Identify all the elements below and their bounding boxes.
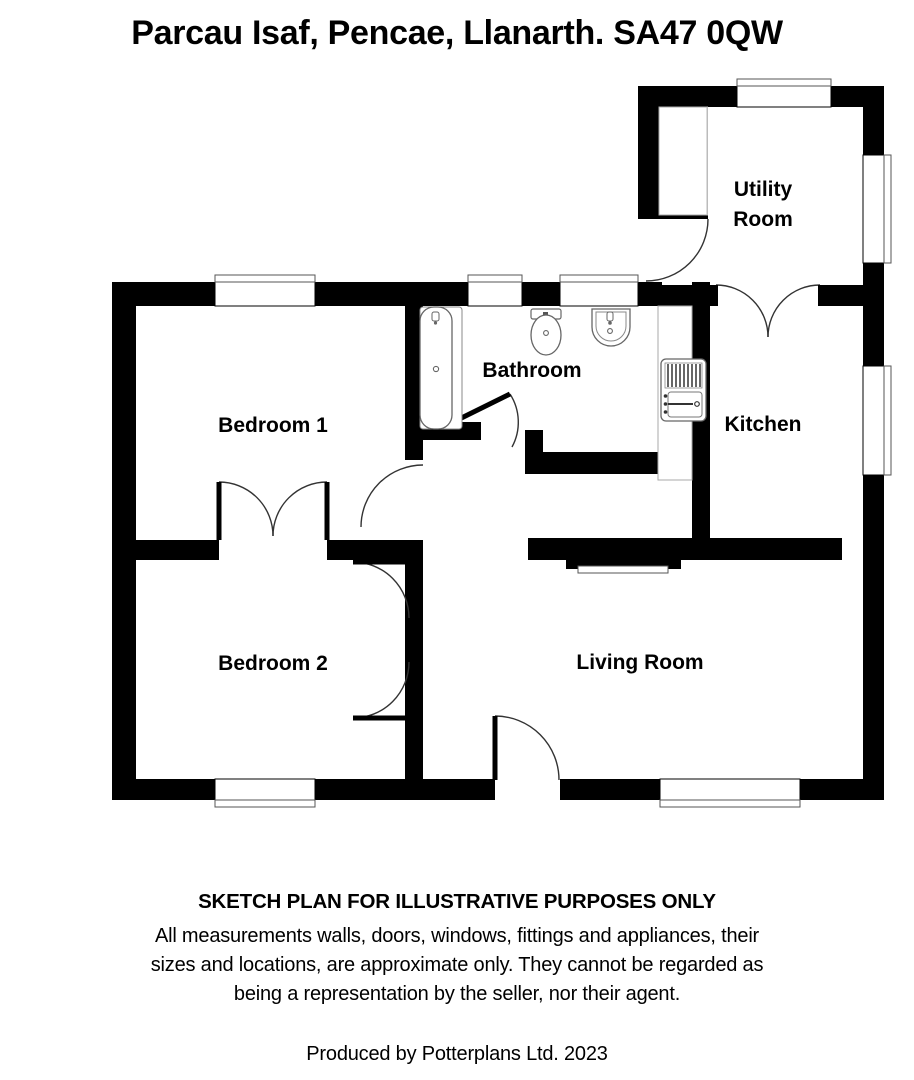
walls	[112, 86, 884, 800]
room-label-bedroom-2: Bedroom 2	[218, 652, 328, 675]
producer-credit: Produced by Potterplans Ltd. 2023	[306, 1043, 608, 1065]
window-top-b	[467, 274, 523, 307]
window-right-1	[862, 154, 892, 264]
footer: SKETCH PLAN FOR ILLUSTRATIVE PURPOSES ON…	[0, 890, 914, 1066]
wall-kitchen-living	[692, 538, 842, 560]
wall-main-bottom-c	[560, 779, 660, 800]
wall-hall-left-upper	[405, 540, 423, 562]
utility-unit	[658, 106, 708, 216]
wall-main-bottom-b	[315, 779, 495, 800]
disclaimer-line-3: being a representation by the seller, no…	[233, 983, 681, 1005]
window-utility-top	[736, 78, 832, 108]
wall-right-outer-c	[863, 475, 884, 568]
window-right-2	[862, 365, 892, 476]
wall-utility-left-stub	[638, 213, 708, 219]
door-bathroom	[421, 391, 519, 448]
wall-main-top-d	[638, 282, 662, 306]
wall-main-top-b	[315, 282, 468, 306]
wash-basin-icon	[591, 308, 631, 347]
wall-main-bottom-d	[800, 779, 884, 800]
utility-unit-2	[706, 106, 708, 216]
wall-utility-kitchen-right	[820, 285, 883, 306]
room-label-kitchen: Kitchen	[724, 413, 801, 436]
page-title: Parcau Isaf, Pencae, Llanarth. SA47 0QW	[131, 14, 783, 52]
door-living-entrance	[492, 715, 560, 781]
wall-kitchen-left-lower	[692, 452, 710, 560]
wall-bedroom1-bathroom	[405, 282, 423, 430]
disclaimer-line-2: sizes and locations, are approximate onl…	[150, 954, 764, 976]
doors	[216, 218, 822, 781]
window-top-c	[559, 274, 639, 307]
room-label-bedroom-1: Bedroom 1	[218, 414, 328, 437]
door-bedroom1-double	[216, 481, 330, 540]
fireplace-hearth-line	[577, 565, 669, 574]
disclaimer-line-1: All measurements walls, doors, windows, …	[154, 925, 760, 947]
cooker-icon	[660, 358, 707, 422]
fireplace-hearth-block	[566, 552, 681, 569]
wall-bedroom2-hall	[405, 560, 423, 718]
disclaimer-heading: SKETCH PLAN FOR ILLUSTRATIVE PURPOSES ON…	[198, 890, 716, 913]
window-top-a	[214, 274, 316, 307]
window-bottom-d	[214, 778, 316, 808]
wall-bedroom2-bottom-jamb	[405, 718, 423, 780]
wall-right-outer-b	[863, 263, 884, 366]
door-utility-hall	[645, 218, 709, 282]
bathtub-icon	[419, 306, 463, 430]
wall-bedroom1-bottom-mid	[327, 540, 423, 560]
room-label-bathroom: Bathroom	[482, 359, 581, 382]
wall-right-outer-a	[863, 86, 884, 155]
door-bedroom2-double	[352, 559, 410, 721]
door-utility-double	[714, 284, 822, 338]
window-bottom-e	[659, 778, 801, 808]
wall-main-bottom-a	[112, 779, 215, 800]
door-bedroom1-hall	[360, 464, 424, 528]
room-label-living-room: Living Room	[576, 651, 703, 674]
wall-bathroom-jamb	[405, 422, 423, 460]
wall-main-top-c	[522, 282, 560, 306]
wall-bedroom1-bottom-left	[112, 540, 219, 560]
toilet-icon	[530, 308, 562, 356]
windows	[214, 78, 892, 808]
wall-utility-top-left	[638, 86, 737, 107]
fixtures	[419, 106, 708, 481]
wall-utility-left	[638, 86, 659, 219]
wall-right-outer-d	[863, 545, 884, 800]
